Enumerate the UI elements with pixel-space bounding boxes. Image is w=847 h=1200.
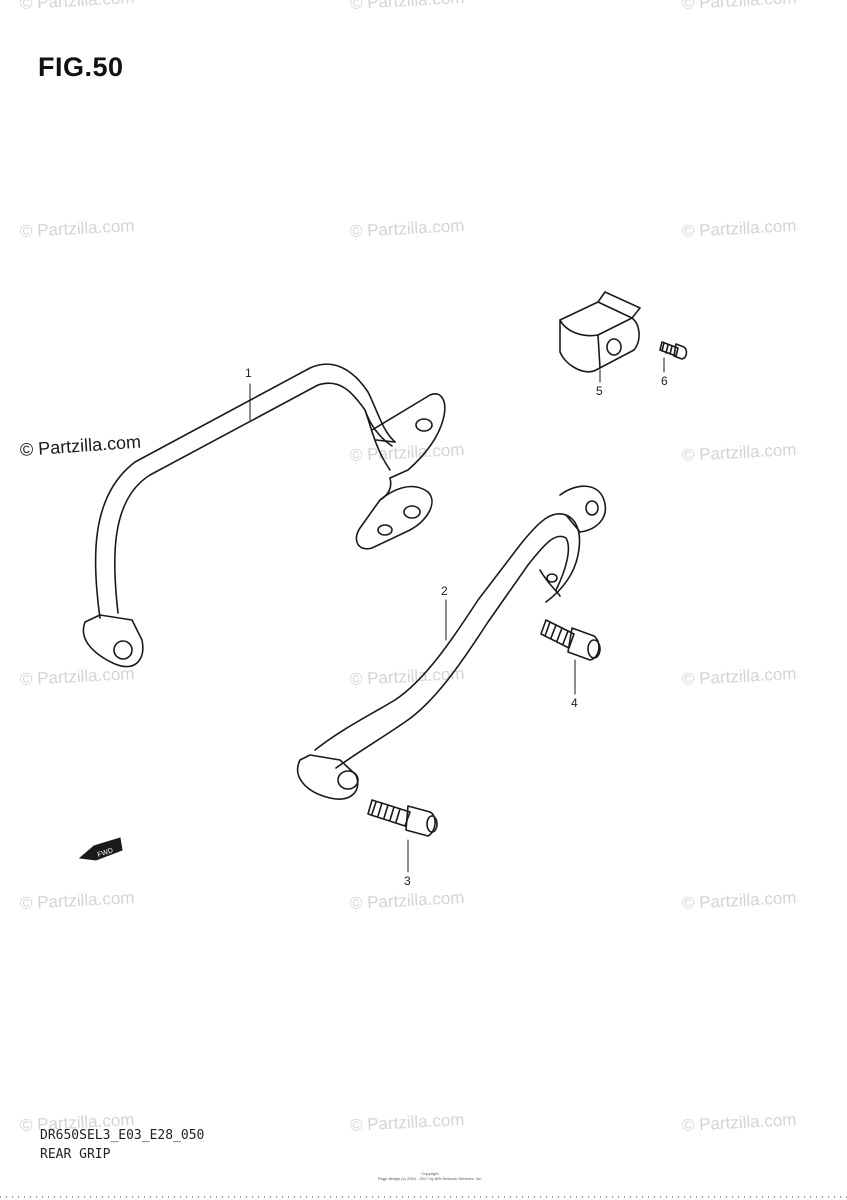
copyright-line-2: Page design (c) 2004 - 2017 by ARI Netwo… xyxy=(377,1176,483,1181)
callout-2: 2 xyxy=(441,584,448,598)
copyright-line-1: Copyright xyxy=(421,1171,439,1176)
copyright-notice: Copyright Page design (c) 2004 - 2017 by… xyxy=(360,1171,500,1181)
part-6-screw xyxy=(659,341,688,373)
fwd-label: FWD xyxy=(97,847,114,859)
callout-6: 6 xyxy=(661,374,668,388)
diagram-code: DR650SEL3_E03_E28_050 xyxy=(40,1128,205,1143)
callout-3: 3 xyxy=(404,874,411,888)
callout-4: 4 xyxy=(571,696,578,710)
part-3-bolt xyxy=(367,799,438,873)
callout-1: 1 xyxy=(245,366,252,380)
part-4-bolt xyxy=(540,619,601,695)
diagram-name: REAR GRIP xyxy=(40,1147,111,1162)
part-1-rear-grip-left xyxy=(82,363,446,668)
figure-title: FIG.50 xyxy=(38,52,124,82)
forward-arrow-icon: FWD xyxy=(78,837,123,861)
part-5-clamp xyxy=(559,291,641,383)
bottom-dotted-border xyxy=(0,1196,847,1198)
part-2-rear-grip-right xyxy=(296,485,607,800)
callout-5: 5 xyxy=(596,384,603,398)
